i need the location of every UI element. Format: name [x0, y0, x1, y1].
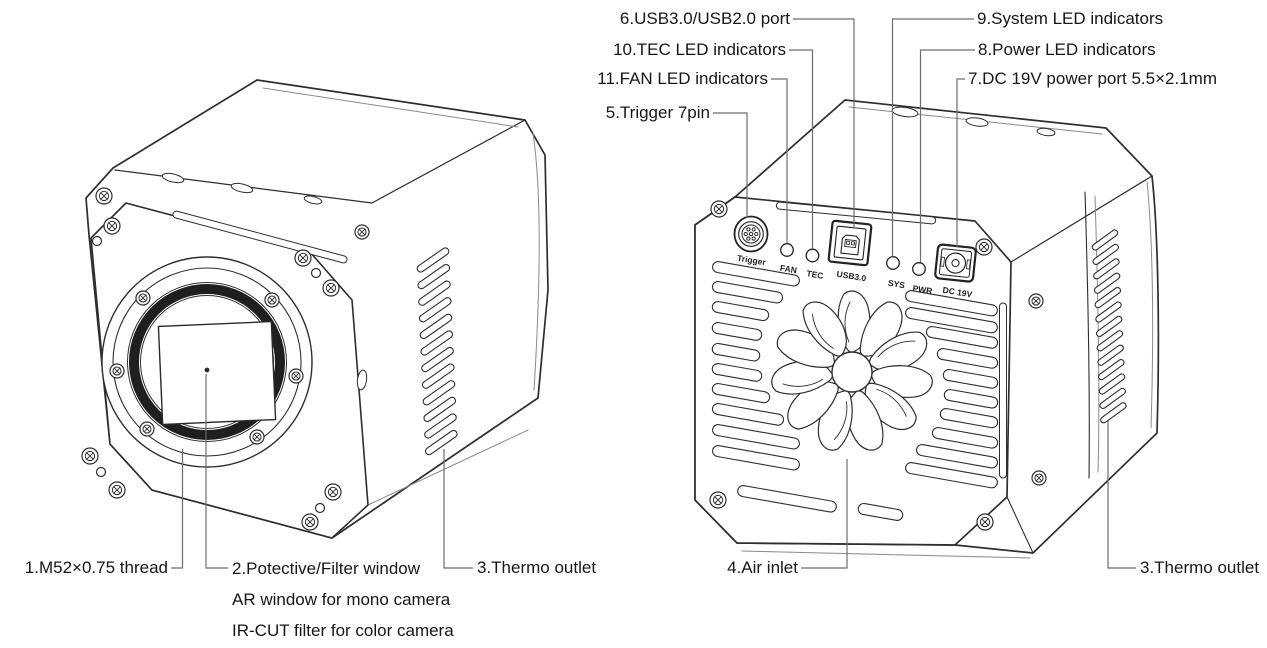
screws: [81, 187, 1047, 531]
callout-air-inlet: 4.Air inlet: [727, 558, 798, 577]
pwr-led-label: PWR: [912, 283, 933, 296]
sys-led-label: SYS: [887, 278, 906, 291]
callout-thermo-outlet-right: 3.Thermo outlet: [1140, 558, 1260, 577]
camera-front-view: [85, 79, 549, 539]
callout-leader-lines: [171, 18, 1136, 569]
filter-window-title: 2.Potective/Filter window: [232, 559, 421, 578]
callout-m52-thread: 1.M52×0.75 thread: [24, 558, 168, 577]
callout-system-led: 9.System LED indicators: [977, 9, 1164, 28]
pwr-led: [912, 262, 926, 276]
side-hole: [356, 369, 368, 391]
air-inlet-vents: [711, 261, 999, 521]
m52-thread-ring: [129, 284, 285, 440]
dc-power-port-label: DC 19V: [942, 285, 973, 300]
callout-fan-led: 11.FAN LED indicators: [597, 69, 768, 88]
cooling-fan: [771, 290, 933, 451]
rear-plate-groove: [775, 201, 937, 225]
trigger-port-label: Trigger: [736, 253, 767, 267]
trigger-port: [733, 215, 769, 253]
sensor-filter-window: [157, 320, 277, 426]
callout-usb-port: 6.USB3.0/USB2.0 port: [619, 9, 790, 28]
fan-led: [780, 243, 794, 257]
top-oval-holes: [161, 106, 1056, 205]
sensor-center-dot: [204, 367, 210, 373]
callout-power-led: 8.Power LED indicators: [978, 40, 1156, 59]
filter-window-note-color: IR-CUT filter for color camera: [232, 621, 454, 640]
dc-power-port: [934, 243, 977, 283]
filter-window-note-mono: AR window for mono camera: [232, 590, 451, 609]
tec-led: [805, 248, 820, 263]
thermo-outlet-vents-right: [1091, 229, 1127, 424]
tec-led-label: TEC: [806, 268, 824, 281]
callout-filter-window: 2.Potective/Filter window AR window for …: [232, 553, 454, 646]
callout-dc-port: 7.DC 19V power port 5.5×2.1mm: [968, 69, 1217, 88]
rear-side-groove: [999, 302, 1007, 479]
callout-trigger: 5.Trigger 7pin: [605, 103, 710, 122]
usb3-port-label: USB3.0: [836, 269, 867, 284]
camera-rear-view: Trigger FAN TEC USB3.0 SYS PWR DC 19V: [694, 99, 1160, 559]
usb3-port: [827, 219, 873, 267]
lens-mount: [101, 256, 313, 468]
callout-tec-led: 10.TEC LED indicators: [613, 40, 786, 59]
callout-thermo-outlet-left: 3.Thermo outlet: [477, 558, 597, 577]
fan-led-label: FAN: [779, 263, 797, 276]
thermo-outlet-vents-left: [416, 247, 458, 456]
sys-led: [886, 256, 900, 270]
